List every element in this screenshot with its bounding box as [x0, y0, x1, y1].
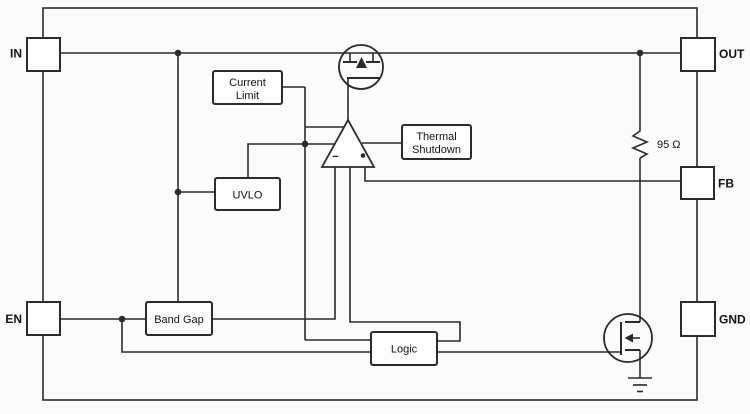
opamp-inverting-label: − — [332, 151, 338, 163]
opamp-noninverting-dot — [360, 153, 366, 158]
junction-out-rail — [636, 49, 644, 57]
resistor-icon — [630, 127, 650, 159]
pmos-transistor-icon — [338, 44, 384, 90]
current-limit-label-1: Current — [229, 77, 266, 89]
pin-gnd-label: GND — [719, 313, 746, 327]
logic-label: Logic — [391, 344, 418, 356]
function-blocks: Current Limit UVLO Thermal Shutdown Band… — [145, 70, 472, 366]
pmos-body-circle — [338, 44, 384, 90]
pin-in — [26, 37, 61, 72]
pin-out-label: OUT — [719, 47, 745, 61]
pins: IN EN OUT FB GND — [5, 37, 746, 337]
wire-uvlo-to-amp — [247, 143, 336, 178]
wire-en-to-nmos-gate — [121, 319, 621, 353]
junction-in-rail — [174, 49, 182, 57]
junction-dots — [118, 49, 644, 323]
pin-en — [26, 301, 61, 336]
pmos-arrow — [356, 57, 367, 68]
junction-control — [301, 140, 309, 148]
pin-out — [680, 37, 716, 72]
junction-uvlo — [174, 188, 182, 196]
thermal-shutdown-label-1: Thermal — [416, 131, 456, 143]
pin-en-label: EN — [5, 312, 22, 326]
nmos-arrow — [624, 333, 633, 343]
uvlo-label: UVLO — [233, 190, 263, 202]
pin-in-label: IN — [10, 47, 22, 61]
junction-en — [118, 315, 126, 323]
pmos-terminal-stubs — [349, 53, 374, 62]
nmos-transistor-icon — [603, 313, 653, 363]
pin-fb — [680, 166, 715, 200]
wire-amp-to-fb — [364, 167, 681, 182]
nmos-body-circle — [603, 313, 653, 363]
thermal-shutdown-block — [401, 124, 472, 160]
pin-fb-label: FB — [718, 177, 734, 191]
wires — [60, 52, 681, 378]
error-amplifier-icon: − — [320, 118, 376, 168]
pin-gnd — [680, 301, 716, 337]
uvlo-block — [214, 177, 281, 211]
current-limit-block — [212, 70, 283, 105]
nmos-contact-bars — [625, 321, 640, 351]
thermal-shutdown-label-2: Shutdown — [412, 144, 461, 156]
band-gap-block — [145, 301, 213, 336]
current-limit-label-2: Limit — [236, 90, 259, 102]
wire-bandgap-to-amp-inverting — [211, 167, 336, 320]
wire-amp-to-logic-right — [349, 167, 461, 342]
logic-block — [370, 331, 438, 366]
ic-boundary — [42, 7, 698, 401]
band-gap-label: Band Gap — [154, 314, 204, 326]
ground-icon — [628, 377, 652, 393]
resistor-value-label: 95 Ω — [657, 139, 681, 151]
